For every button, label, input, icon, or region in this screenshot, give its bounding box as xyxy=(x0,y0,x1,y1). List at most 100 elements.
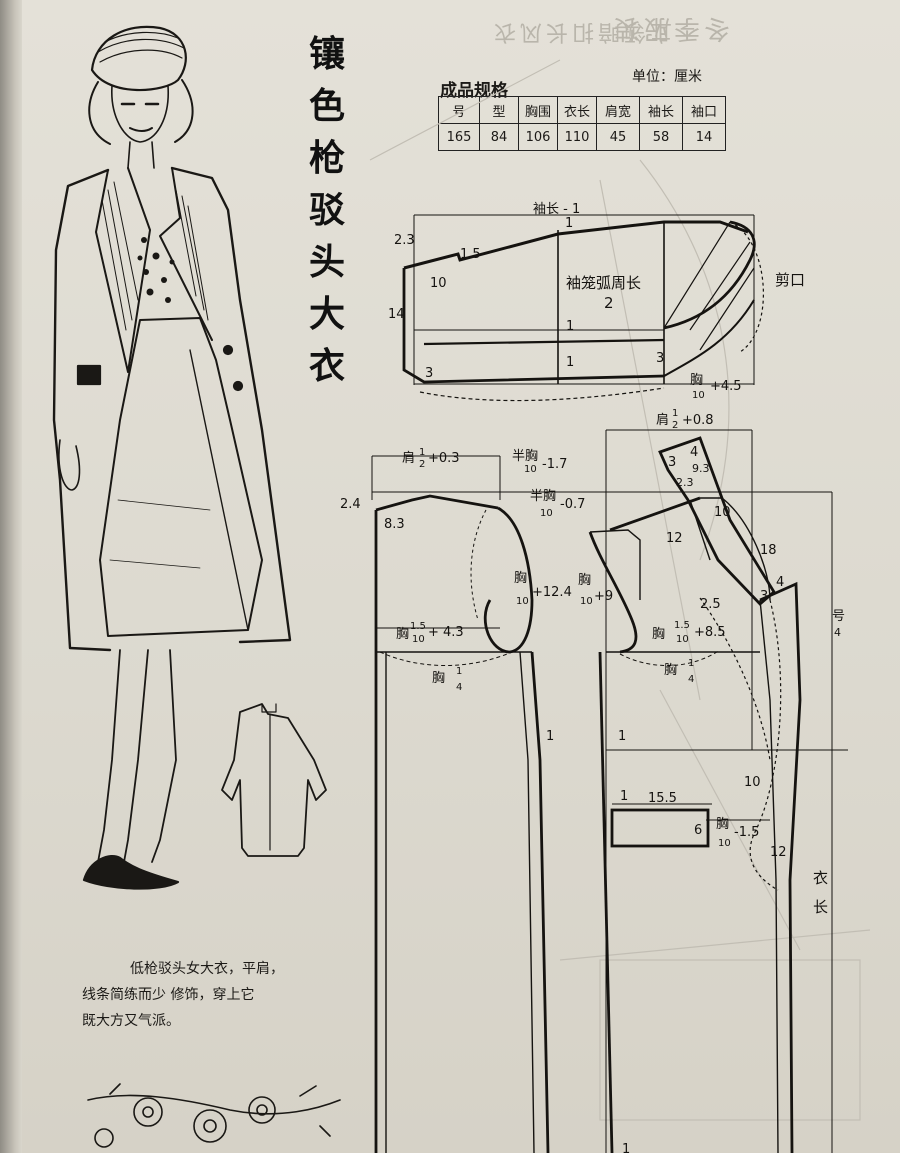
back-shoulder-add: +0.3 xyxy=(428,451,460,466)
description-line-1: 低枪驳头女大衣，平肩， xyxy=(130,961,284,977)
front-marker-4: 4 xyxy=(690,445,698,460)
back-half-chest: 半胸 xyxy=(512,449,538,464)
back-quarter: 胸 xyxy=(432,671,445,686)
front-marker-4b: 4 xyxy=(776,575,784,590)
back-chest-2-add: +12.4 xyxy=(532,585,572,600)
front-chest-den: 10 xyxy=(676,634,689,645)
back-chest-1-add: + 4.3 xyxy=(428,625,464,640)
description-paragraph: 低枪驳头女大衣，平肩， 线条简练而少 修饰，穿上它 既大方又气派。 xyxy=(82,956,347,1034)
pocket-add: -1.5 xyxy=(734,825,759,840)
back-marker-2-4: 2.4 xyxy=(340,497,361,512)
sleeve-labels: 袖长 - 1 1 2.3 1.5 10 14 袖笼弧周长 2 剪口 1 1 3 … xyxy=(388,202,805,401)
back-half-chest-b: 半胸 xyxy=(530,489,556,504)
spec-value-cell: 45 xyxy=(596,123,640,151)
front-marker-2-3: 2.3 xyxy=(676,476,694,489)
page-gutter xyxy=(0,0,22,1153)
sleeve-marker-1: 1 xyxy=(565,216,573,231)
front-marker-18: 18 xyxy=(760,543,777,558)
spec-value-cell: 14 xyxy=(682,123,726,151)
pocket-chest: 胸 xyxy=(716,817,729,832)
back-quarter-num: 1 xyxy=(456,666,462,677)
front-length-label: 衣长 xyxy=(811,870,829,928)
back-labels: 肩 1 2 +0.3 半胸 10 -1.7 半胸 10 -0.7 2.4 8.3… xyxy=(340,447,613,744)
sleeve-marker-2-3: 2.3 xyxy=(394,233,415,248)
sleeve-marker-1-5: 1.5 xyxy=(460,247,481,262)
sleeve-marker-1b: 1 xyxy=(566,319,574,334)
spec-value-cell: 165 xyxy=(438,123,480,151)
front-chest: 胸 xyxy=(652,627,665,642)
back-chest-1: 胸 xyxy=(396,627,409,642)
front-shoulder-den: 2 xyxy=(672,420,678,431)
spec-value-cell: 84 xyxy=(479,123,519,151)
article-title: 镶 色 枪 驳 头 大 衣 xyxy=(308,33,345,387)
back-draft xyxy=(371,455,832,1153)
front-quarter: 胸 xyxy=(664,663,677,678)
hat-shape xyxy=(90,25,187,92)
sleeve-draft xyxy=(402,214,764,402)
sleeve-notch-label: 剪口 xyxy=(775,271,805,289)
pocket-den: 10 xyxy=(718,838,731,849)
back-marker-1: 1 xyxy=(546,729,554,744)
front-marker-10: 10 xyxy=(714,505,731,520)
sleeve-hem-add: +4.5 xyxy=(710,379,742,394)
back-marker-8-3: 8.3 xyxy=(384,517,405,532)
spec-value-row: 165 84 106 110 45 58 14 xyxy=(438,123,726,151)
pocket-width: 15.5 xyxy=(648,791,677,806)
back-chest-1-num: 1.5 xyxy=(410,621,426,632)
description-line-2: 线条简练而少 修饰，穿上它 xyxy=(82,987,255,1003)
front-size-den: 4 xyxy=(834,626,841,639)
front-marker-9-3: 9.3 xyxy=(692,462,710,475)
spec-unit: 单位：厘米 xyxy=(632,69,702,85)
sleeve-marker-3a: 3 xyxy=(425,366,433,381)
spec-value-cell: 110 xyxy=(557,123,597,151)
spec-table: 号 型 胸围 衣长 肩宽 袖长 袖口 165 84 106 110 45 58 … xyxy=(438,96,726,151)
back-chest-2-den: 10 xyxy=(516,596,529,607)
front-quarter-num: 1 xyxy=(688,658,694,669)
front-size-num: 号 xyxy=(832,609,845,624)
back-half-den: 10 xyxy=(524,464,537,475)
back-shoulder-label: 肩 xyxy=(402,450,415,466)
front-chest-num: 1.5 xyxy=(674,620,690,631)
front-labels: 肩 1 2 +0.8 3 4 9.3 2.3 10 12 18 2.5 3 4 … xyxy=(618,408,845,1153)
sleeve-marker-14: 14 xyxy=(388,307,405,322)
spec-header-cell: 型 xyxy=(479,96,519,124)
pocket-marker-1: 1 xyxy=(620,789,628,804)
sleeve-marker-10: 10 xyxy=(430,276,447,291)
sleeve-hem-chest: 胸 xyxy=(690,373,703,388)
back-chest-1-den: 10 xyxy=(412,634,425,645)
back-half-add: -1.7 xyxy=(542,457,567,472)
front-shoulder-num: 1 xyxy=(672,408,678,419)
back-chest-3-add: +9 xyxy=(594,589,613,604)
pocket-marker-6: 6 xyxy=(694,823,702,838)
front-marker-2-5: 2.5 xyxy=(700,597,721,612)
sleeve-marker-3b: 3 xyxy=(656,351,664,366)
front-marker-1: 1 xyxy=(618,729,626,744)
back-chest-2: 胸 xyxy=(514,571,527,586)
front-shoulder-add: +0.8 xyxy=(682,413,714,428)
sleeve-cap-arc-divisor: 2 xyxy=(604,294,614,312)
front-marker-3: 3 xyxy=(668,455,676,470)
front-draft xyxy=(588,429,848,1153)
description-line-3: 既大方又气派。 xyxy=(82,1013,180,1029)
spec-value-cell: 58 xyxy=(639,123,683,151)
back-shoulder-den: 2 xyxy=(419,459,425,470)
sleeve-hem-den: 10 xyxy=(692,390,705,401)
sleeve-length-label: 袖长 - 1 xyxy=(533,202,580,217)
back-chest-3-den: 10 xyxy=(580,596,593,607)
sleeve-cap-arc-label: 袖笼弧周长 xyxy=(566,274,641,292)
back-chest-3: 胸 xyxy=(578,573,591,588)
front-marker-12b: 12 xyxy=(770,845,787,860)
front-marker-12: 12 xyxy=(666,531,683,546)
back-quarter-den: 4 xyxy=(456,682,462,693)
back-shoulder-num: 1 xyxy=(419,447,425,458)
front-bottom-marker: 1 xyxy=(622,1142,630,1153)
front-quarter-den: 4 xyxy=(688,674,694,685)
sleeve-marker-1c: 1 xyxy=(566,355,574,370)
spec-header-cell: 袖长 xyxy=(639,96,683,124)
back-half-den-b: 10 xyxy=(540,508,553,519)
front-shoulder-label: 肩 xyxy=(656,412,669,428)
back-half-add-b: -0.7 xyxy=(560,497,585,512)
